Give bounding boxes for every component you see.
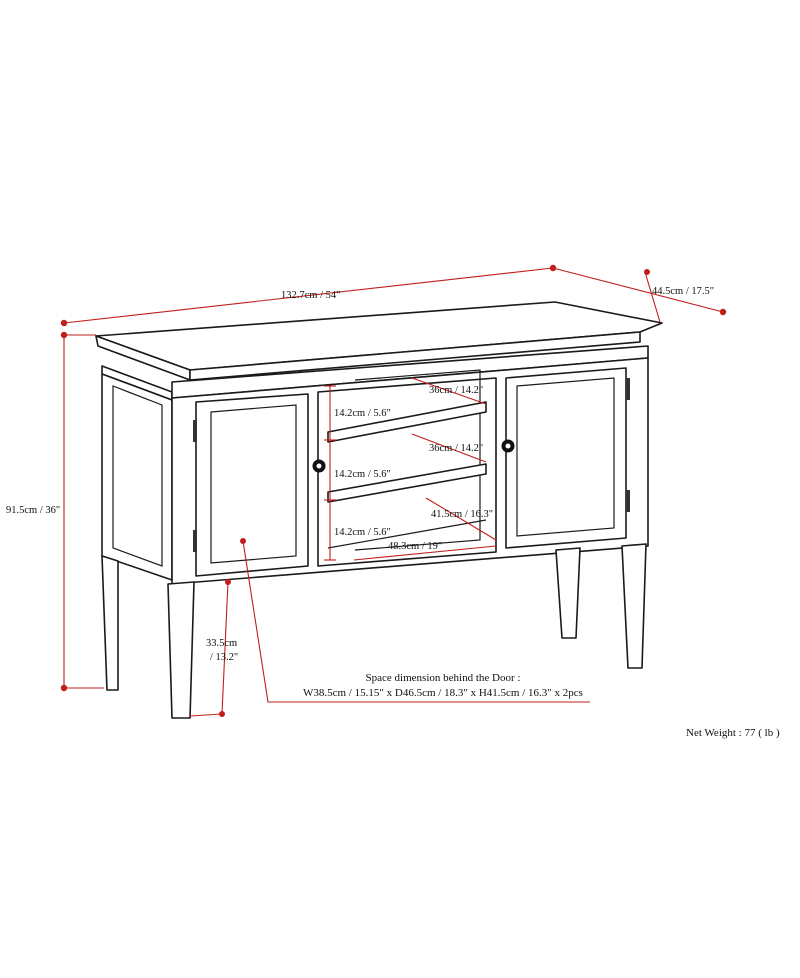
depth-dot-mid bbox=[644, 269, 650, 275]
left-hinge-upper bbox=[193, 420, 197, 442]
shelf-depth-mid-label: 36cm / 14.2" bbox=[429, 443, 483, 454]
center-back-panel bbox=[354, 369, 481, 551]
tv-stand-drawing bbox=[95, 301, 663, 719]
shelf-depth-bottom-label: 41.5cm / 16.3" bbox=[431, 509, 493, 520]
width-dot-left bbox=[60, 319, 68, 327]
right-hinge-lower bbox=[626, 490, 630, 512]
leg-height-line bbox=[221, 581, 229, 715]
opening-width-label: 48.3cm / 19" bbox=[388, 541, 442, 552]
left-rear-leg bbox=[101, 555, 119, 691]
leg-bottom-tick bbox=[189, 713, 223, 717]
space-note-title: Space dimension behind the Door : bbox=[366, 672, 521, 684]
front-left-leg bbox=[167, 581, 195, 719]
opening-width-line bbox=[353, 545, 497, 561]
shelf-depth-top-line bbox=[411, 377, 487, 405]
left-door-panel bbox=[210, 404, 297, 564]
depth-line bbox=[552, 267, 724, 313]
space-note-detail: W38.5cm / 15.15" x D46.5cm / 18.3" x H41… bbox=[303, 687, 583, 699]
shelf-top bbox=[327, 401, 487, 443]
right-door-panel bbox=[516, 377, 615, 537]
shelf-gap-top-label: 14.2cm / 5.6" bbox=[334, 408, 391, 419]
front-right-leg bbox=[621, 543, 647, 669]
depth-label: 44.5cm / 17.5" bbox=[652, 286, 714, 297]
height-label: 91.5cm / 36" bbox=[6, 505, 60, 516]
right-knob-center bbox=[505, 443, 511, 449]
shelf-gap-bottom-label: 14.2cm / 5.6" bbox=[334, 527, 391, 538]
width-line bbox=[63, 267, 554, 324]
space-note: Space dimension behind the Door : W38.5c… bbox=[303, 672, 583, 699]
leg-height-label-in: / 13.2" bbox=[210, 652, 238, 663]
shelf-depth-mid-line bbox=[411, 433, 487, 463]
shelf-depth-bottom-line bbox=[425, 497, 497, 541]
dimension-lines bbox=[60, 264, 727, 717]
tabletop-side-edge bbox=[189, 331, 641, 381]
right-door bbox=[505, 367, 627, 549]
rear-right-leg bbox=[555, 547, 581, 639]
depth-dot-end bbox=[719, 308, 727, 316]
net-weight-label: Net Weight : 77 ( lb ) bbox=[686, 727, 780, 739]
width-label: 132.7cm / 54" bbox=[281, 290, 340, 301]
shelf-gap-mid-label: 14.2cm / 5.6" bbox=[334, 469, 391, 480]
space-note-leader bbox=[242, 540, 590, 703]
left-knob-center bbox=[316, 463, 322, 469]
shelf-depth-top-label: 36cm / 14.2" bbox=[429, 385, 483, 396]
shelf-bottom-edge bbox=[327, 519, 487, 549]
right-hinge-upper bbox=[626, 378, 630, 400]
leg-dot-top bbox=[225, 579, 231, 585]
left-side-inset bbox=[112, 385, 163, 567]
dimension-labels: 132.7cm / 54" 44.5cm / 17.5" 91.5cm / 36… bbox=[6, 286, 714, 663]
depth-tick bbox=[644, 271, 661, 323]
leg-height-label-cm: 33.5cm bbox=[206, 638, 237, 649]
left-door bbox=[195, 393, 309, 577]
space-note-dot bbox=[240, 538, 246, 544]
left-hinge-lower bbox=[193, 530, 197, 552]
shelf-middle bbox=[327, 463, 487, 503]
